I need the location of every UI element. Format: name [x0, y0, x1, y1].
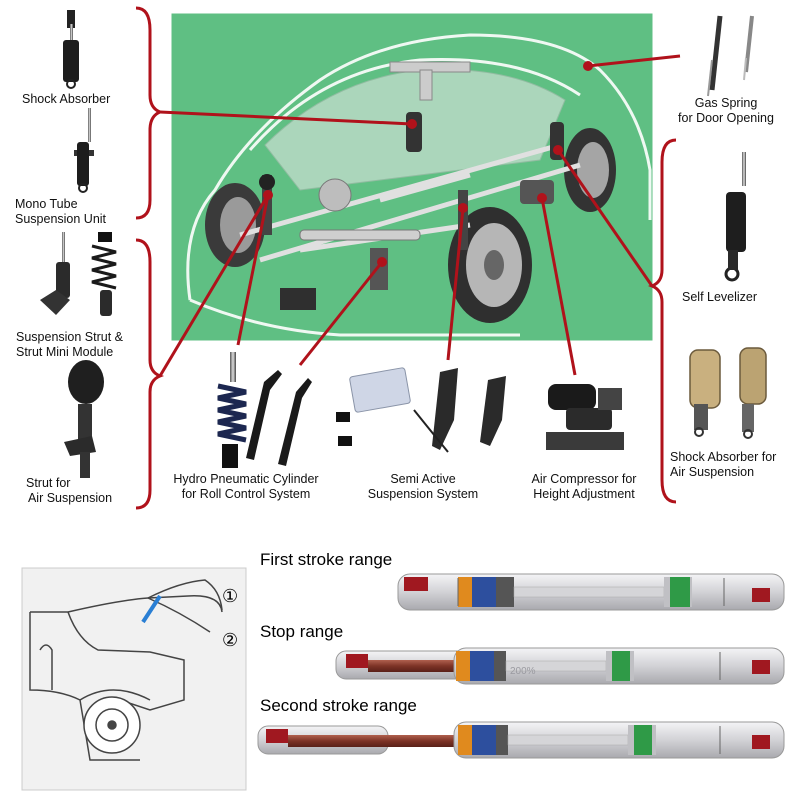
- strut-air-part: [64, 360, 104, 478]
- line-gas-spring: [587, 54, 681, 68]
- marker-one: ①: [222, 586, 239, 606]
- label-gas-spring: Gas Spring for Door Opening: [664, 96, 788, 126]
- label-strut-air-line2: Air Suspension: [27, 491, 113, 505]
- line-shock-absorber: [159, 110, 413, 126]
- label-suspension-strut-line2: Strut Mini Module: [16, 345, 114, 359]
- label-shock-air-line2: Air Suspension: [670, 465, 755, 479]
- heading-second-stroke: Second stroke range: [260, 696, 417, 715]
- front-left-wheel: [205, 183, 265, 267]
- control-module: [280, 288, 316, 310]
- stop-range-spring: [335, 647, 785, 685]
- label-strut-air-line1: Strut for: [26, 476, 71, 490]
- marker-two: ②: [222, 630, 239, 650]
- line-strut-air: [158, 194, 270, 377]
- label-suspension-strut-line1: Suspension Strut &: [16, 330, 124, 344]
- self-levelizer-part: [724, 152, 746, 282]
- leader-lines: [135, 6, 681, 510]
- hydro-pneumatic-part: [217, 352, 312, 468]
- car-panel: [168, 10, 656, 344]
- label-self-levelizer: Self Levelizer: [682, 290, 758, 304]
- label-semi-active-line1: Semi Active: [390, 472, 456, 486]
- label-semi-active: Semi Active Suspension System: [356, 472, 490, 502]
- label-hydro-pneumatic: Hydro Pneumatic Cylinder for Roll Contro…: [162, 472, 330, 502]
- label-air-compressor: Air Compressor for Height Adjustment: [518, 472, 650, 502]
- label-gas-spring-line2: for Door Opening: [678, 111, 774, 125]
- air-compressor-part: [546, 384, 624, 450]
- car-body-outline: [186, 33, 652, 337]
- label-shock-air-line1: Shock Absorber for: [670, 450, 777, 464]
- suspension-strut-part: [40, 232, 117, 316]
- heading-first-stroke: First stroke range: [260, 550, 393, 569]
- heading-stop-range: Stop range: [260, 622, 344, 641]
- line-levelizer: [556, 149, 654, 287]
- label-suspension-strut: Suspension Strut & Strut Mini Module: [16, 330, 123, 360]
- label-semi-active-line2: Suspension System: [367, 487, 479, 501]
- label-air-compressor-line2: Height Adjustment: [533, 487, 635, 501]
- label-hydro-pneumatic-line1: Hydro Pneumatic Cylinder: [173, 472, 319, 486]
- label-shock-air: Shock Absorber for Air Suspension: [670, 450, 776, 480]
- line-hydro-a: [236, 194, 270, 346]
- second-stroke-spring: [257, 721, 785, 759]
- line-semi-active: [446, 207, 465, 361]
- rear-left-wheel: [448, 207, 532, 323]
- label-air-compressor-line1: Air Compressor for: [531, 472, 637, 486]
- rear-right-wheel: [564, 128, 616, 212]
- tailgate-illustration: [21, 567, 247, 791]
- line-hydro-b: [298, 261, 384, 366]
- semi-active-part: [336, 367, 506, 453]
- label-shock-absorber: Shock Absorber: [22, 92, 111, 106]
- gas-spring-part: [707, 15, 754, 97]
- label-mono-tube: Mono Tube Suspension Unit: [15, 197, 106, 227]
- shock-air-part: [689, 347, 767, 439]
- steering-rack: [299, 178, 421, 241]
- roof-rack: [389, 61, 471, 101]
- label-mono-tube-line2: Suspension Unit: [15, 212, 107, 226]
- label-gas-spring-line1: Gas Spring: [694, 96, 758, 110]
- spring-watermark: 200%: [510, 666, 536, 677]
- shock-absorber-part: [63, 10, 79, 89]
- label-mono-tube-line1: Mono Tube: [15, 197, 78, 211]
- first-stroke-spring: [397, 573, 785, 611]
- label-hydro-pneumatic-line2: for Roll Control System: [181, 487, 311, 501]
- line-air-compressor: [540, 197, 577, 376]
- mono-tube-part: [74, 108, 94, 193]
- label-strut-air: Strut for Air Suspension: [20, 476, 120, 506]
